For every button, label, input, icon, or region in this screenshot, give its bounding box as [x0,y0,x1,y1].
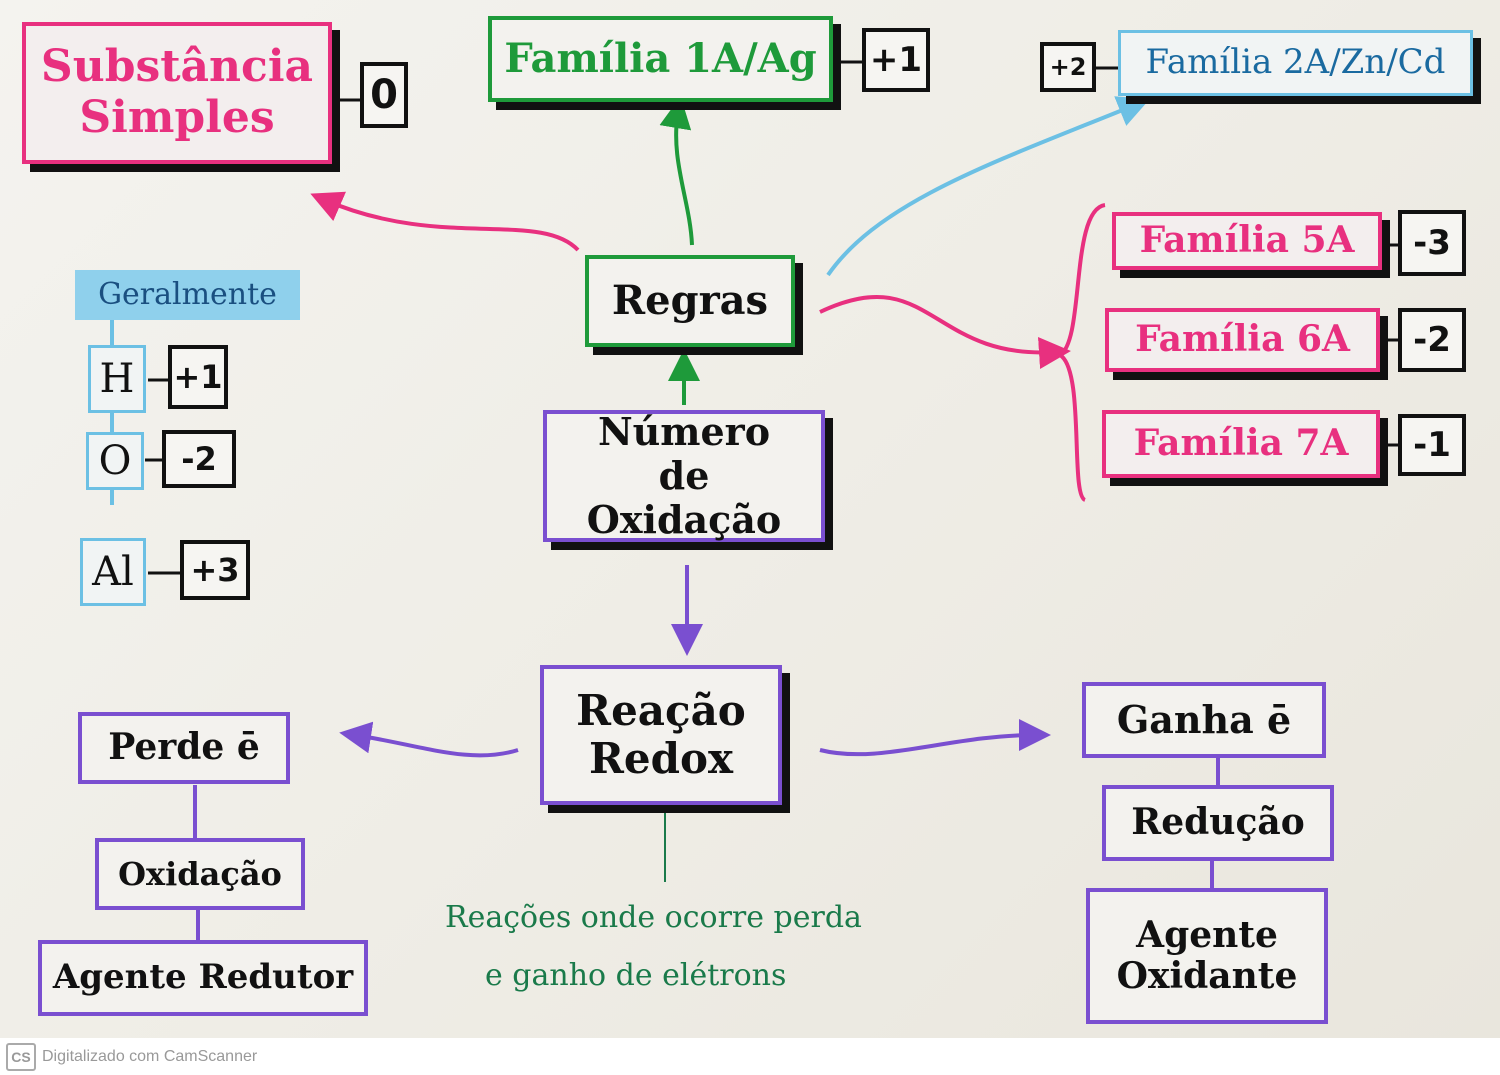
scanner-watermark-text: Digitalizado com CamScanner [42,1047,258,1065]
rules-box: Regras [585,255,795,347]
redox-description-line1: Reações onde ocorre perda [445,900,862,935]
oxidizing-agent-box: Agente Oxidante [1086,888,1328,1024]
brace-families [1056,203,1106,502]
family-2a-box: Família 2A/Zn/Cd [1118,30,1473,96]
family-1a-value: +1 [862,28,930,92]
generally-label: Geralmente [75,270,300,320]
element-h: H [88,345,146,413]
arrow-to-families-567 [819,294,1071,369]
reduction-box: Redução [1102,785,1334,861]
arrow-to-loses [339,721,519,758]
arrow-to-gains [819,719,1051,757]
oxidation-number-box: Número de Oxidação [543,410,825,542]
family-7a-value: -1 [1398,414,1466,476]
family-5a-box: Família 5A [1112,212,1382,270]
arrow-to-family-2a [826,96,1150,277]
element-al-value: +3 [180,540,250,600]
gains-electrons-box: Ganha ē [1082,682,1326,758]
redox-description-line2: e ganho de elétrons [485,958,787,993]
camscanner-logo-icon: CS [6,1042,36,1071]
family-7a-box: Família 7A [1102,410,1380,478]
element-o: O [86,432,144,490]
simple-substance-value: 0 [360,62,408,128]
loses-electrons-box: Perde ē [78,712,290,784]
element-o-value: -2 [162,430,236,488]
family-2a-value: +2 [1040,42,1096,92]
family-6a-box: Família 6A [1105,308,1380,372]
arrow-to-family-1a [659,96,694,246]
family-5a-value: -3 [1398,210,1466,276]
arrow-to-simple-substance [310,191,580,252]
family-1a-box: Família 1A/Ag [488,16,833,102]
redox-reaction-box: Reação Redox [540,665,782,805]
reducing-agent-box: Agente Redutor [38,940,368,1016]
element-h-value: +1 [168,345,228,409]
simple-substance-box: Substância Simples [22,22,332,164]
connector-lines [110,60,1398,940]
family-6a-value: -2 [1398,308,1466,372]
scanner-footer: CS Digitalizado com CamScanner [0,1038,1500,1075]
oxidation-box: Oxidação [95,838,305,910]
element-al: Al [80,538,146,606]
